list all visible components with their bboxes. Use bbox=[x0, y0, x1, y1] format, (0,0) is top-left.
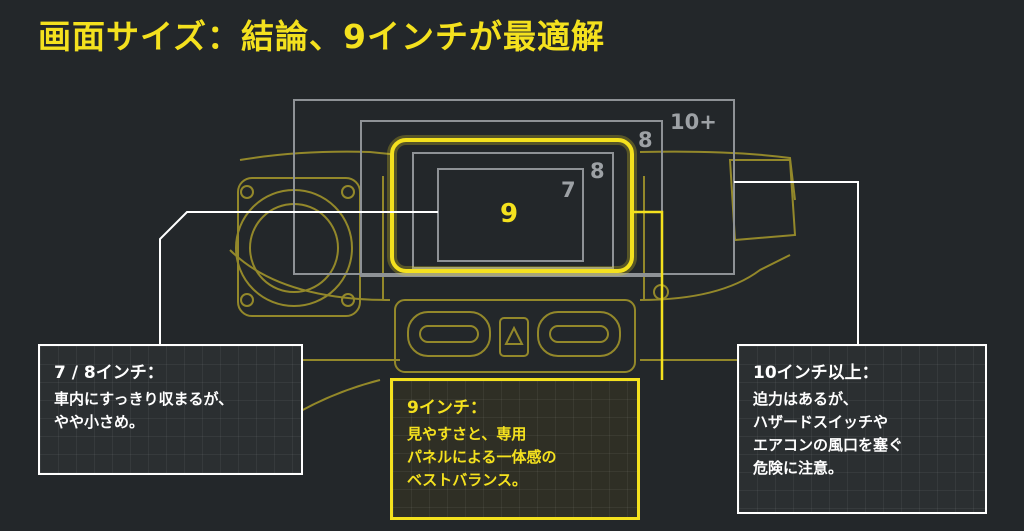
callout-10-inch: 10インチ以上： 迫力はあるが、 ハザードスイッチや エアコンの風口を塞ぐ 危険… bbox=[737, 344, 987, 514]
leader-line-78 bbox=[159, 211, 438, 344]
size-label-8-inner: 8 bbox=[590, 159, 605, 183]
leader-line-9 bbox=[633, 210, 664, 380]
callout-10-line-3: エアコンの風口を塞ぐ bbox=[753, 436, 904, 454]
callout-10-heading: 10インチ以上： bbox=[753, 363, 879, 383]
leader-line-10 bbox=[734, 181, 859, 344]
dashboard-top-left-contour bbox=[239, 150, 391, 161]
dashboard-right-panel bbox=[728, 159, 797, 242]
vent-panel bbox=[394, 299, 636, 373]
size-label-9: 9 bbox=[500, 199, 518, 229]
gauge-bolt-br bbox=[341, 293, 355, 307]
dashboard-top-right-contour bbox=[639, 150, 796, 201]
size-label-10plus: 10+ bbox=[670, 110, 717, 134]
callout-10-line-1: 迫力はあるが、 bbox=[753, 390, 858, 408]
screen-size-outlines bbox=[293, 99, 735, 277]
dashboard-lower-left-sweep bbox=[229, 249, 391, 301]
size-label-8-outer: 8 bbox=[638, 128, 653, 152]
vent-left-slat bbox=[419, 325, 479, 343]
gauge-bolt-tl bbox=[240, 185, 254, 199]
page-title: 画面サイズ：結論、9インチが最適解 bbox=[38, 17, 605, 56]
callout-9-heading: 9インチ： bbox=[407, 398, 487, 418]
callout-9-line-1: 見やすさと、専用 bbox=[407, 425, 527, 443]
callout-10-line-2: ハザードスイッチや bbox=[753, 413, 889, 431]
outline-8-outer bbox=[360, 120, 663, 277]
hazard-switch bbox=[499, 317, 529, 357]
callout-10-line-4: 危険に注意。 bbox=[753, 459, 844, 477]
callout-9-line-3: ベストバランス。 bbox=[407, 471, 528, 489]
outline-8-inner bbox=[412, 152, 614, 269]
gauge-bolt-tr bbox=[341, 185, 355, 199]
outline-9 bbox=[390, 138, 634, 273]
callout-9-line-2: パネルによる一体感の bbox=[407, 448, 557, 466]
callout-7-8-heading: 7 / 8インチ： bbox=[54, 363, 164, 383]
outline-7 bbox=[437, 168, 584, 262]
vent-left bbox=[407, 311, 491, 357]
gauge-bolt-bl bbox=[240, 293, 254, 307]
hazard-triangle-icon bbox=[504, 325, 524, 345]
gauge-housing bbox=[237, 177, 361, 317]
callout-9-inch: 9インチ： 見やすさと、専用 パネルによる一体感の ベストバランス。 bbox=[390, 378, 640, 520]
leader-lines bbox=[159, 181, 859, 380]
outline-10plus bbox=[293, 99, 735, 275]
callout-7-8-line-1: 車内にすっきり収まるが、 bbox=[54, 390, 234, 408]
vent-right bbox=[537, 311, 621, 357]
size-label-7: 7 bbox=[561, 178, 576, 202]
vent-right-slat bbox=[549, 325, 609, 343]
callout-7-8-line-2: やや小さめ。 bbox=[54, 413, 145, 431]
callout-7-8-inch: 7 / 8インチ： 車内にすっきり収まるが、 やや小さめ。 bbox=[38, 344, 303, 475]
